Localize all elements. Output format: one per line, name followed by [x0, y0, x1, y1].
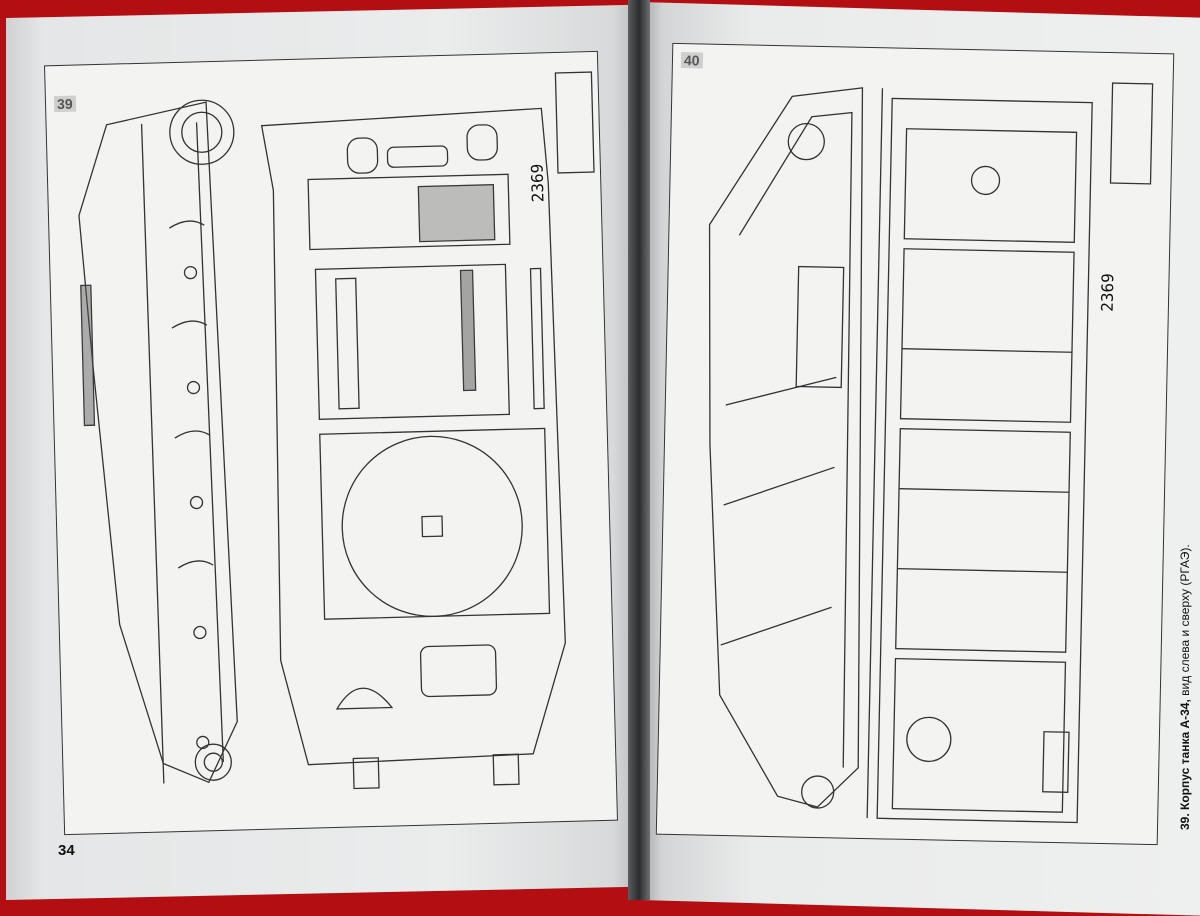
book-gutter: [628, 0, 650, 900]
right-sheet-number: 40: [680, 52, 703, 69]
left-handwritten-number: 2369: [527, 163, 548, 203]
caption-number: 39.: [1178, 813, 1192, 830]
caption-text: вид слева и сверху (РГАЭ).: [1178, 544, 1192, 696]
hull-drawing-right-svg: [708, 82, 1154, 824]
caption-title: Корпус танка А-34,: [1178, 699, 1192, 810]
hull-side-top-drawing: 39 2369: [44, 50, 618, 836]
figure-caption: 39. Корпус танка А-34, вид слева и сверх…: [1178, 544, 1192, 830]
hull-internal-drawing: 40 2369: [655, 42, 1175, 846]
hull-drawing-left-svg: [78, 71, 595, 790]
left-sheet-number: 39: [53, 95, 76, 113]
page-number: 34: [58, 842, 75, 859]
right-handwritten-number: 2369: [1097, 273, 1118, 312]
